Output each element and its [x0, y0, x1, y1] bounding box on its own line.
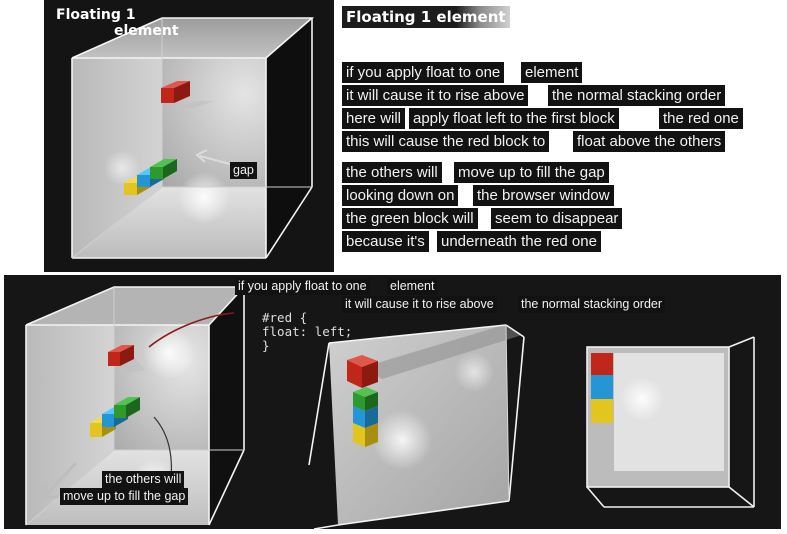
- red-block: [591, 353, 613, 375]
- top-title-line-2: element: [114, 23, 179, 39]
- narration-phrase: it will cause it to rise above: [342, 85, 529, 106]
- scene-top-down: [586, 336, 755, 508]
- arrow-icon: [195, 149, 231, 165]
- cube-left-wall: [72, 18, 162, 258]
- top-title-line-1: Floating 1: [56, 7, 136, 23]
- code-line: }: [262, 338, 270, 353]
- top-scene-panel: Floating 1 element gap: [44, 0, 334, 272]
- caption-phrase: element: [387, 278, 438, 295]
- red-block: [161, 81, 190, 103]
- narration-phrase: here will: [342, 108, 406, 129]
- narration-phrase: the red one: [659, 108, 743, 129]
- caption-phrase: it will cause it to rise above: [342, 296, 497, 313]
- yellow-block: [591, 399, 613, 423]
- narration-phrase: underneath the red one: [437, 231, 601, 252]
- block-stack: [353, 387, 378, 447]
- block-stack: [124, 159, 177, 195]
- red-block: [347, 355, 378, 388]
- page-title: Floating 1 element: [342, 6, 510, 28]
- narration-phrase: the others will: [342, 162, 442, 183]
- narration-phrase: the green block will: [342, 208, 478, 229]
- narration-phrase: float above the others: [573, 131, 726, 152]
- cube-floor: [72, 187, 312, 258]
- narration-phrase: seem to disappear: [491, 208, 623, 229]
- block-stack: [90, 397, 140, 437]
- curve-connector: [148, 312, 235, 348]
- top-cube-scene: [71, 17, 315, 259]
- caption-phrase: if you apply float to one: [235, 278, 370, 295]
- caption-phrase: the others will: [102, 471, 185, 488]
- narration-phrase: the browser window: [473, 185, 614, 206]
- caption-phrase: the normal stacking order: [518, 296, 666, 313]
- bottom-cube-scenes: [25, 286, 755, 529]
- blue-block: [591, 375, 613, 399]
- narration-phrase: apply float left to the first block: [409, 108, 619, 129]
- narration-phrase: because it's: [342, 231, 429, 252]
- bottom-scene-panel: if you apply float to one element it wil…: [4, 275, 781, 529]
- cube-right-opening: [266, 18, 312, 258]
- gap-label: gap: [230, 162, 257, 179]
- scene-cube-left: [25, 286, 246, 526]
- arrow-icon: [42, 461, 78, 499]
- cube-edges: [71, 17, 315, 259]
- narration-phrase: the normal stacking order: [548, 85, 726, 106]
- red-block: [108, 345, 134, 366]
- narration-phrase: if you apply float to one: [342, 62, 505, 83]
- narration-phrase: this will cause the red block to: [342, 131, 550, 152]
- caption-phrase: move up to fill the gap: [60, 488, 189, 505]
- narration-phrase: move up to fill the gap: [454, 162, 609, 183]
- narration-phrase: element: [521, 62, 583, 83]
- code-line: #red {: [262, 310, 308, 325]
- cube-ceiling: [72, 18, 312, 58]
- css-code-snippet: #red { float: left; }: [262, 311, 352, 353]
- scene-cube-tilted: [308, 324, 525, 529]
- narration-phrase: looking down on: [342, 185, 459, 206]
- code-line: float: left;: [262, 324, 353, 339]
